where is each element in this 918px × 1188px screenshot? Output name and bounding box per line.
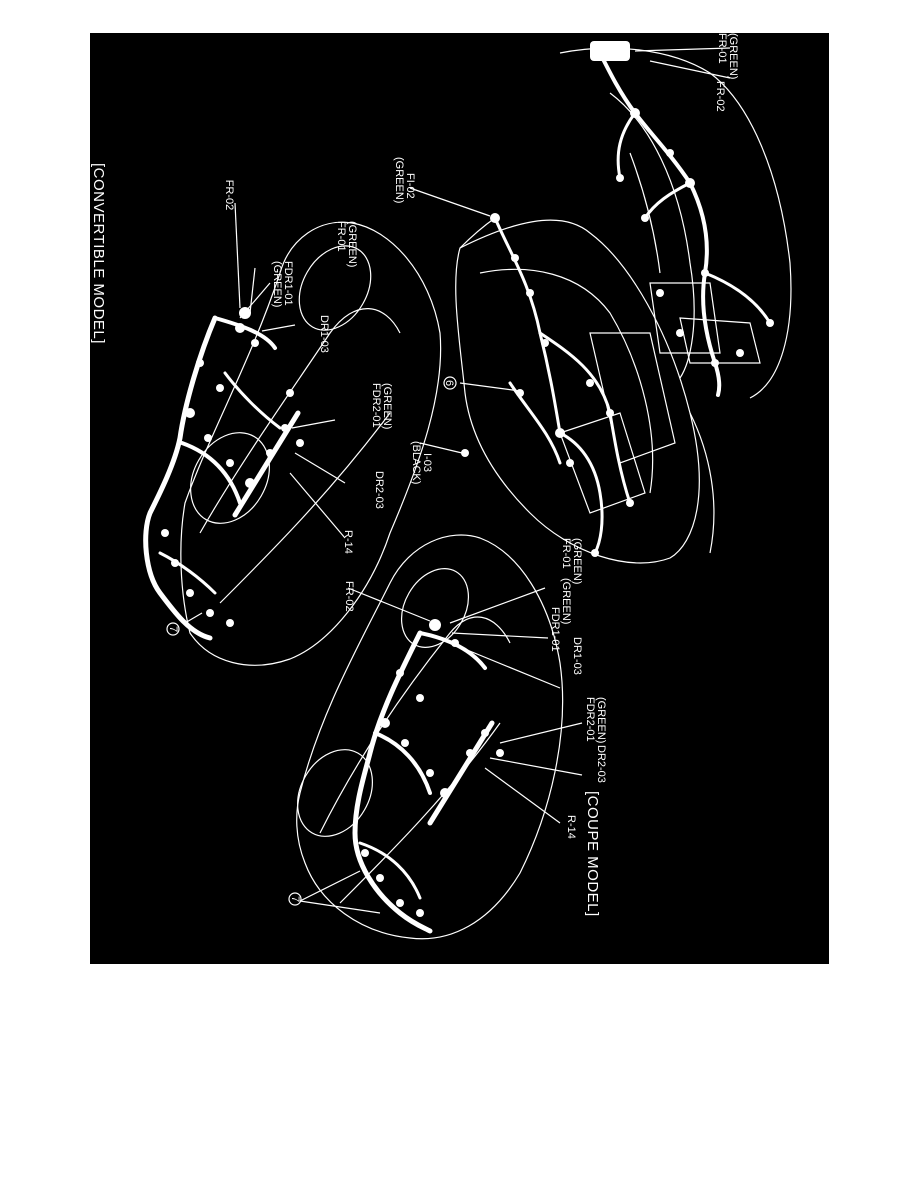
- convertible-fdr201-color-label: (GREEN): [381, 383, 393, 429]
- dashboard-fr02-label: FR-02: [714, 81, 726, 112]
- interior-i03-color-label: (BLACK): [410, 441, 422, 484]
- convertible-model-title: [CONVERTIBLE MODEL]: [90, 163, 107, 344]
- interior-i03-label: I-03: [421, 453, 433, 472]
- convertible-dr103-label: DR1-03: [318, 315, 330, 353]
- interior-labels: FI-02 (GREEN) 6 I-03 (BLACK): [393, 157, 457, 484]
- convertible-callout-7-label: 7: [167, 626, 179, 632]
- interior-fi02-color-label: (GREEN): [393, 157, 405, 203]
- wiring-diagram-panel: FR-02 (GREEN) FR-01 FDR1-01 (GREEN) DR1-…: [90, 33, 829, 964]
- coupe-fdr101-label: FDR1-01: [549, 607, 561, 652]
- convertible-leader-lines: [184, 202, 346, 624]
- coupe-labels: FR-02 (GREEN) FR-01 (GREEN) FDR1-01 DR1-…: [288, 538, 607, 917]
- dashboard-drawing: [559, 41, 792, 399]
- coupe-r14-label: R-14: [565, 815, 577, 839]
- convertible-fdr201-label: FDR2-01: [370, 383, 382, 428]
- convertible-dr203-label: DR2-03: [373, 471, 385, 509]
- convertible-callout-7: [166, 622, 180, 636]
- dashboard-fr01-color-label: (GREEN): [727, 33, 739, 79]
- coupe-fdr101-color-label: (GREEN): [560, 578, 572, 624]
- coupe-fr01-color-label: (GREEN): [571, 538, 583, 584]
- dashboard-labels: (GREEN) FR-01 FR-02: [714, 33, 739, 112]
- convertible-r14-label: R-14: [342, 530, 354, 554]
- coupe-fdr201-label: FDR2-01: [584, 697, 596, 742]
- convertible-fr01-label: FR-01: [335, 221, 347, 252]
- wiring-diagram: FR-02 (GREEN) FR-01 FDR1-01 (GREEN) DR1-…: [90, 33, 792, 940]
- coupe-fdr201-color-label: (GREEN): [595, 697, 607, 743]
- coupe-fr02-label: FR-02: [343, 581, 355, 612]
- coupe-callout-7-label: 7: [289, 896, 301, 902]
- dashboard-fr01-label: FR-01: [716, 33, 728, 64]
- convertible-fdr101-color-label: (GREEN): [271, 261, 283, 307]
- convertible-fdr101-label: FDR1-01: [282, 261, 294, 306]
- dashboard-leader-lines: [634, 47, 731, 79]
- coupe-dr103-label: DR1-03: [571, 637, 583, 675]
- coupe-dr203-label: DR2-03: [595, 745, 607, 783]
- interior-callout-6: [443, 376, 457, 390]
- convertible-labels: FR-02 (GREEN) FR-01 FDR1-01 (GREEN) DR1-…: [90, 163, 393, 636]
- interior-leader-lines: [409, 187, 521, 454]
- coupe-fr01-label: FR-01: [560, 538, 572, 569]
- interior-drawing: [455, 213, 715, 564]
- coupe-car-drawing: [296, 534, 564, 940]
- coupe-callout-7: [288, 892, 302, 906]
- convertible-fr01-color-label: (GREEN): [346, 221, 358, 267]
- coupe-model-title: [COUPE MODEL]: [584, 791, 601, 917]
- interior-callout-6-label: 6: [443, 380, 455, 386]
- convertible-fr02-label: FR-02: [223, 180, 235, 211]
- interior-fi02-label: FI-02: [404, 173, 416, 199]
- coupe-leader-lines: [299, 587, 583, 914]
